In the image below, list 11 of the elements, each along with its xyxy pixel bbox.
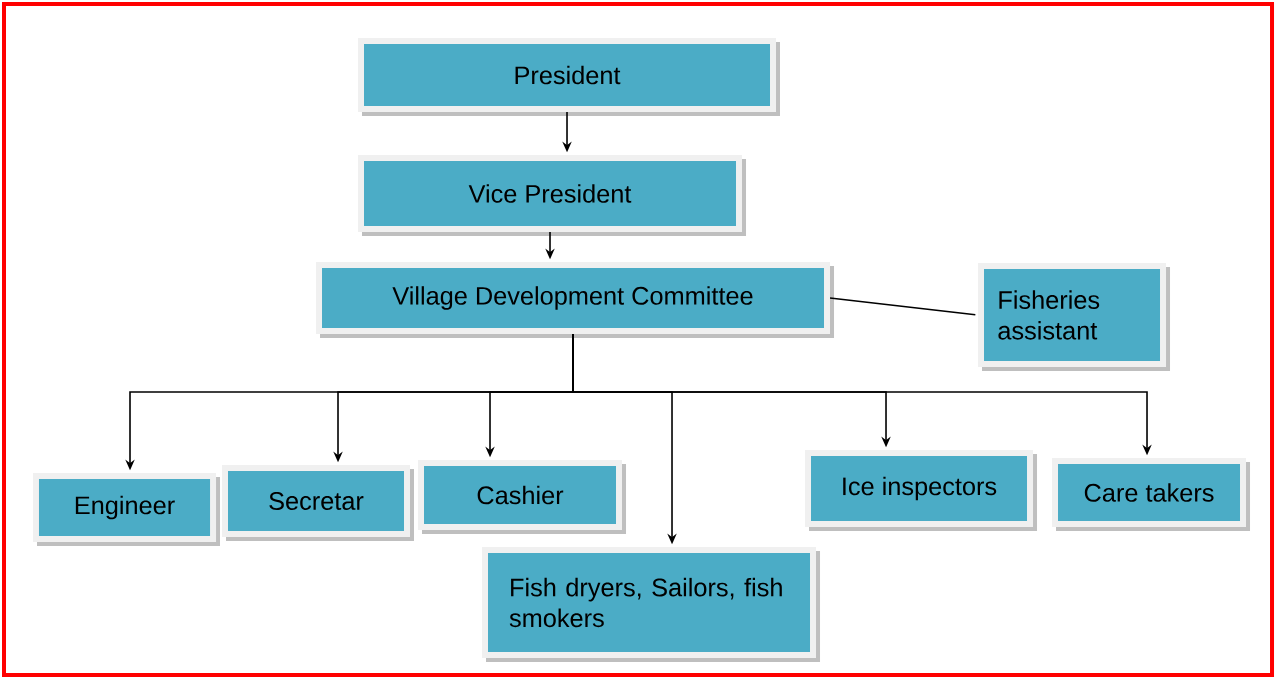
org-box: President <box>358 38 780 116</box>
connector <box>829 297 977 316</box>
org-box: Fisheries assistant <box>978 263 1170 371</box>
org-box: Vice President <box>358 155 746 236</box>
org-box: Engineer <box>32 473 220 546</box>
org-box: Secretar <box>222 465 414 541</box>
org-box: Cashier <box>418 460 626 534</box>
org-box: Village Development Committee <box>316 262 834 338</box>
org-box: Fish dryers, Sailors, fish smokers <box>482 546 820 662</box>
org-box: Ice inspectors <box>805 450 1037 531</box>
org-box: Care takers <box>1052 458 1250 531</box>
